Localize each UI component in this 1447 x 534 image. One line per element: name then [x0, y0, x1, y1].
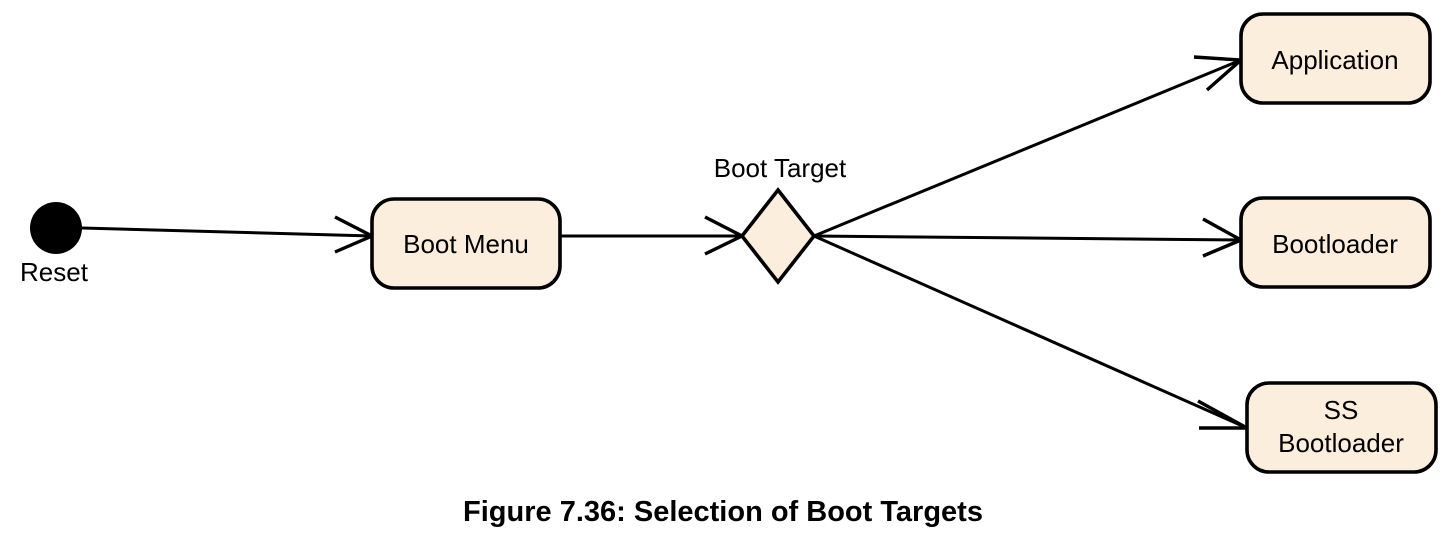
state-box-ss-bootloader[interactable] — [1245, 381, 1438, 474]
arrowhead-icon-ss-bootloader — [1197, 399, 1248, 430]
edge-line-reset-boot-menu — [81, 226, 373, 238]
state-node-ss-bootloader[interactable]: SS Bootloader — [1245, 381, 1438, 474]
initial-state-node[interactable]: Reset — [20, 202, 89, 287]
state-node-boot-menu[interactable]: Boot Menu — [370, 197, 562, 290]
initial-state-label: Reset — [20, 257, 89, 287]
edge-line-target-bootloader — [813, 234, 1242, 242]
decision-diamond-shape[interactable] — [739, 187, 817, 285]
state-box-bootloader[interactable] — [1239, 196, 1432, 289]
transition-target-to-application — [813, 55, 1246, 238]
state-box-boot-menu[interactable] — [370, 197, 562, 290]
edge-line-target-application — [813, 58, 1242, 238]
transition-target-to-ss-bootloader — [813, 234, 1248, 430]
decision-node-boot-target[interactable]: Boot Target — [714, 153, 847, 285]
state-label-application: Application — [1271, 45, 1398, 75]
decision-label-boot-target: Boot Target — [714, 153, 847, 183]
state-node-application[interactable]: Application — [1239, 12, 1432, 105]
state-label-bootloader: Bootloader — [1272, 229, 1398, 259]
state-label-ss-bootloader-line2: Bootloader — [1278, 428, 1404, 458]
transition-reset-to-boot-menu — [81, 215, 376, 254]
state-label-ss-bootloader-line1: SS — [1324, 395, 1359, 425]
state-box-application[interactable] — [1239, 12, 1432, 105]
state-label-boot-menu: Boot Menu — [403, 229, 529, 259]
initial-node-circle-icon[interactable] — [30, 202, 82, 254]
arrowhead-icon-bootloader — [1202, 217, 1245, 258]
edge-line-target-ss-bootloader — [813, 234, 1248, 430]
transition-target-to-bootloader — [813, 217, 1245, 258]
transition-boot-menu-to-target — [560, 215, 746, 256]
state-node-bootloader[interactable]: Bootloader — [1239, 196, 1432, 289]
figure-caption: Figure 7.36: Selection of Boot Targets — [463, 496, 983, 528]
